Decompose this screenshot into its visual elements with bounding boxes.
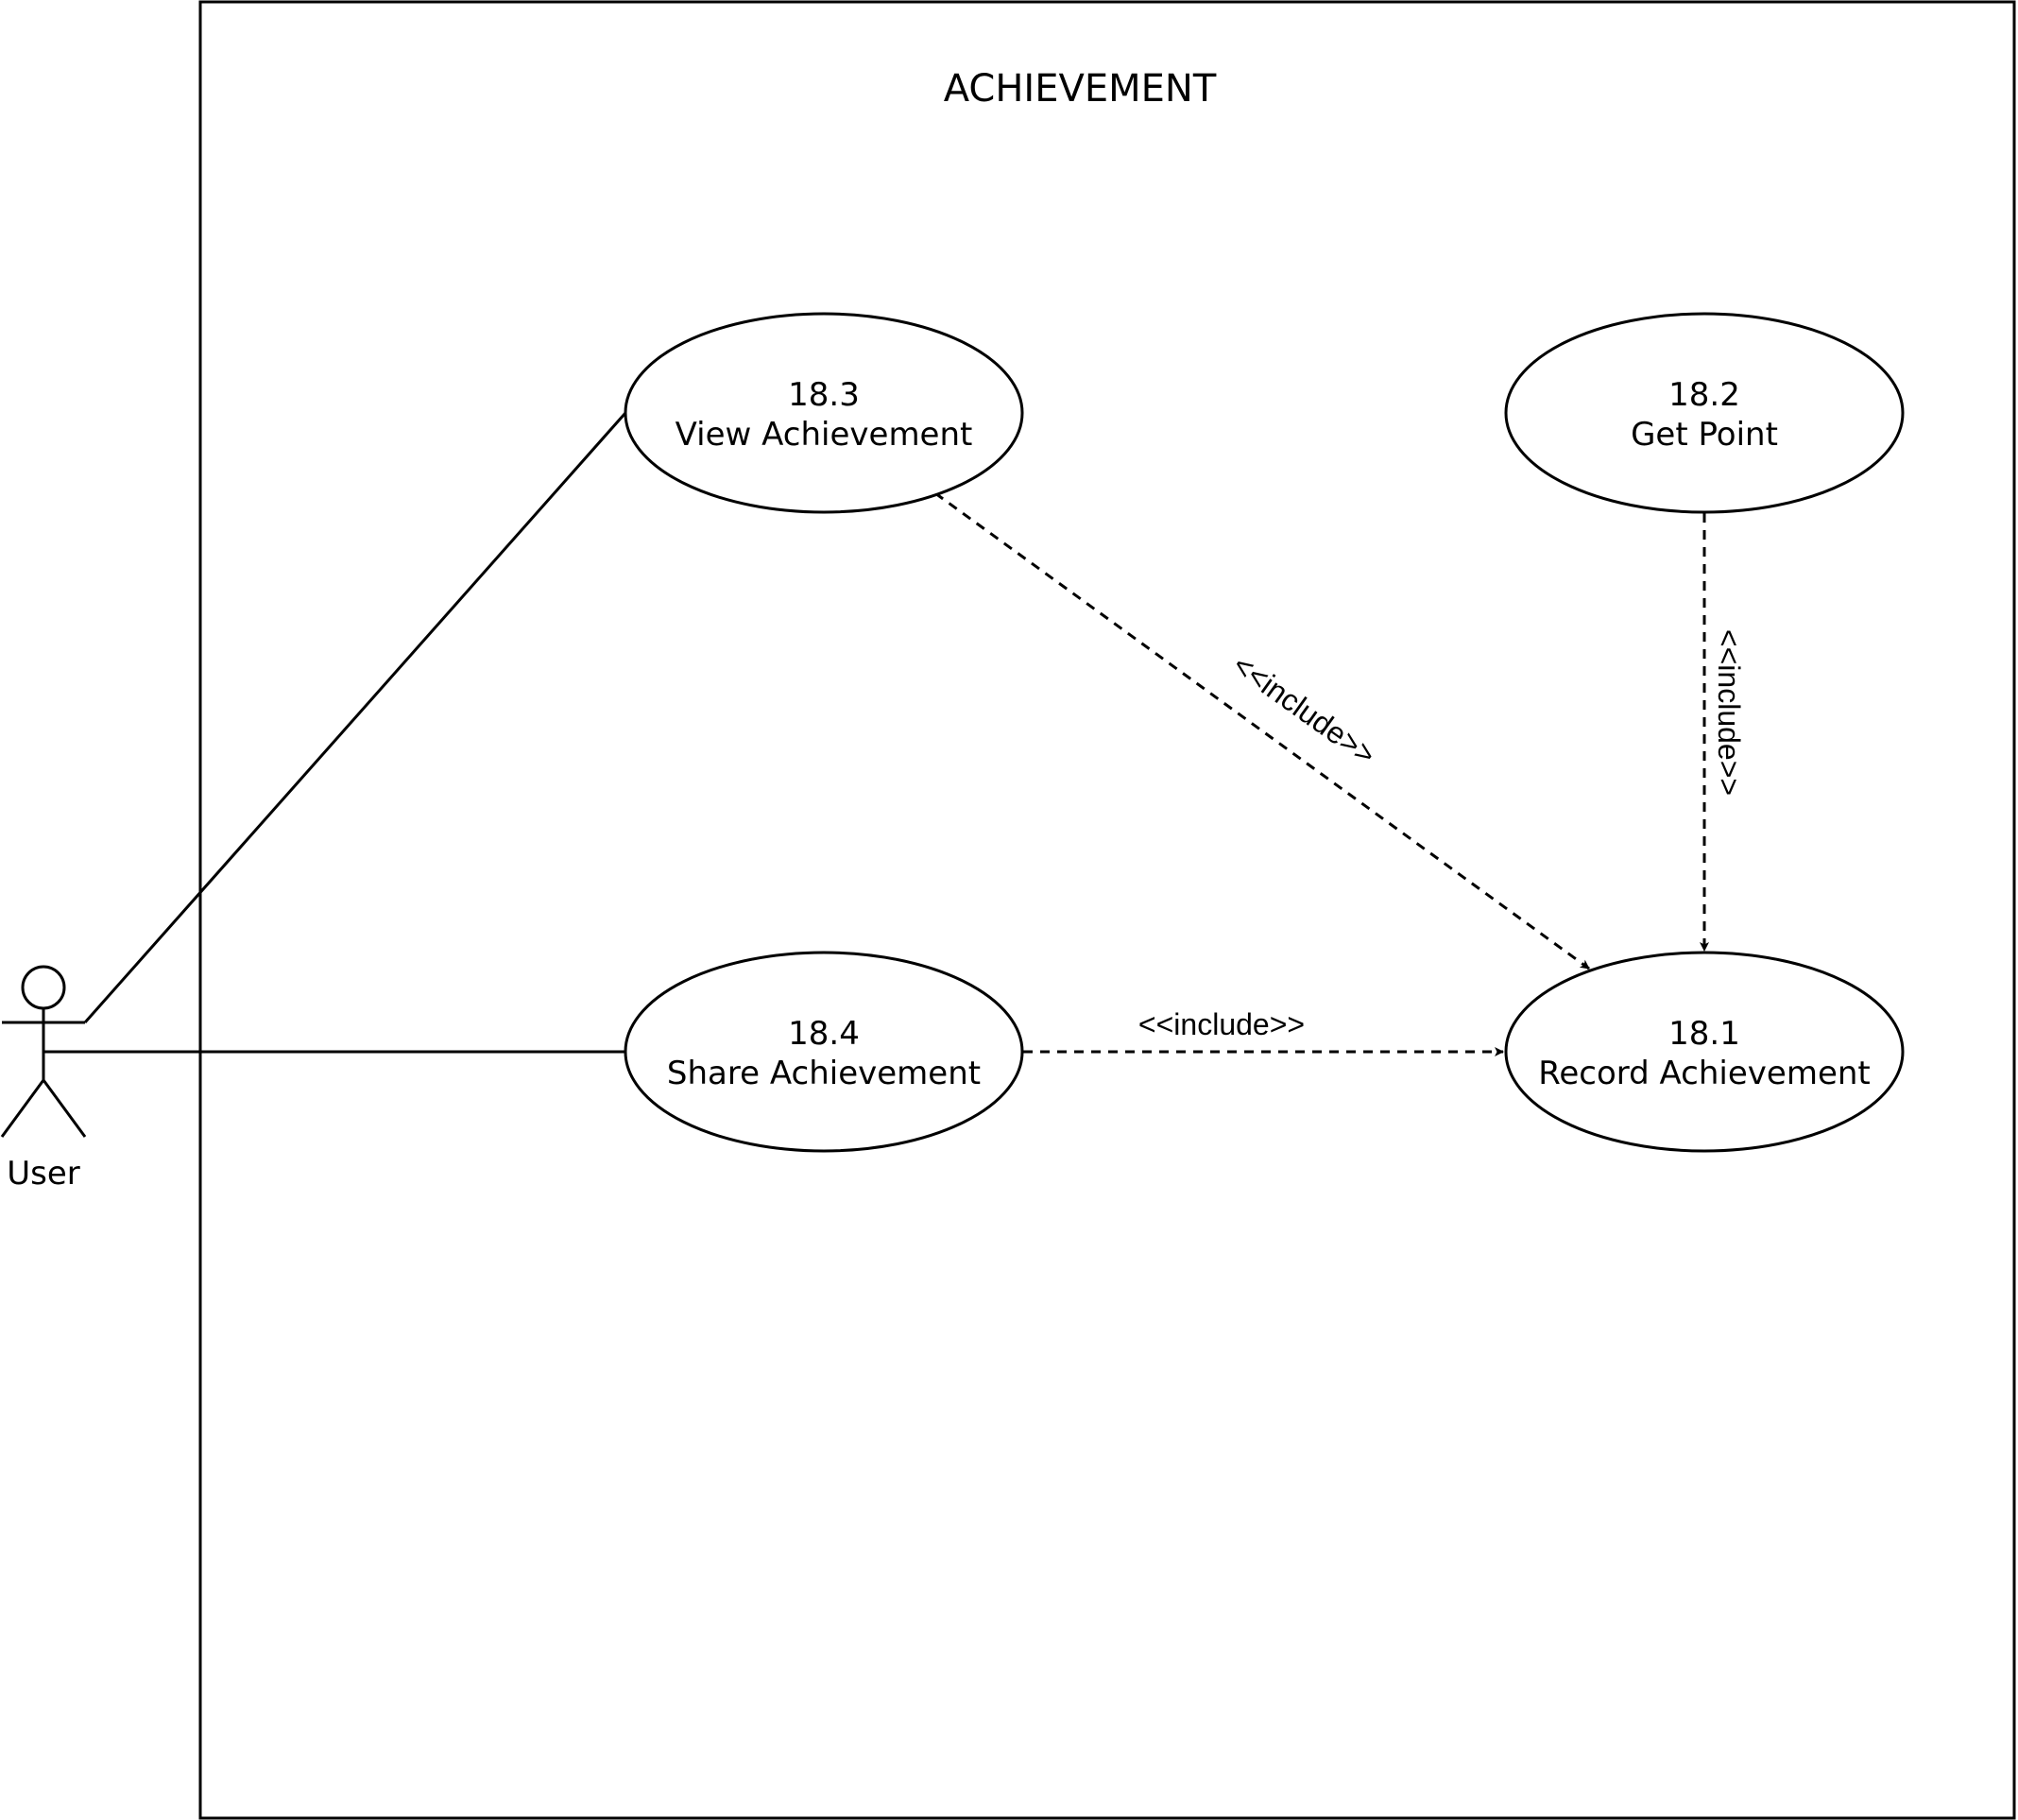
use-case-record-achievement[interactable]: 18.1 Record Achievement bbox=[1504, 951, 1905, 1153]
use-case-get-point[interactable]: 18.2 Get Point bbox=[1504, 312, 1905, 514]
use-case-name: View Achievement bbox=[676, 416, 973, 454]
actor-right-leg bbox=[42, 1079, 87, 1138]
use-case-number: 18.4 bbox=[788, 1015, 860, 1053]
include-label-share-record: <<include>> bbox=[1138, 1007, 1305, 1041]
use-case-name: Get Point bbox=[1631, 416, 1778, 454]
system-title: ACHIEVEMENT bbox=[944, 67, 1217, 111]
association-user-view-achievement bbox=[83, 412, 627, 1023]
include-label-view-record: <<include>> bbox=[1226, 647, 1381, 772]
use-case-name: Share Achievement bbox=[667, 1055, 981, 1092]
use-case-number: 18.2 bbox=[1668, 376, 1740, 414]
use-case-ellipse bbox=[1504, 951, 1905, 1153]
actor-head bbox=[21, 965, 66, 1010]
use-case-name: Record Achievement bbox=[1538, 1055, 1871, 1092]
use-case-ellipse bbox=[624, 312, 1024, 514]
use-case-number: 18.1 bbox=[1668, 1015, 1740, 1053]
use-case-share-achievement[interactable]: 18.4 Share Achievement bbox=[624, 951, 1024, 1153]
include-view-to-record bbox=[934, 491, 1590, 970]
include-label-point-record: <<include>> bbox=[1712, 629, 1746, 796]
use-case-ellipse bbox=[1504, 312, 1905, 514]
actor-left-leg bbox=[0, 1079, 45, 1138]
actor-user[interactable]: User bbox=[0, 965, 87, 1193]
actor-label: User bbox=[7, 1155, 80, 1193]
use-case-number: 18.3 bbox=[788, 376, 860, 414]
use-case-view-achievement[interactable]: 18.3 View Achievement bbox=[624, 312, 1024, 514]
use-case-ellipse bbox=[624, 951, 1024, 1153]
system-boundary bbox=[198, 0, 2016, 1820]
